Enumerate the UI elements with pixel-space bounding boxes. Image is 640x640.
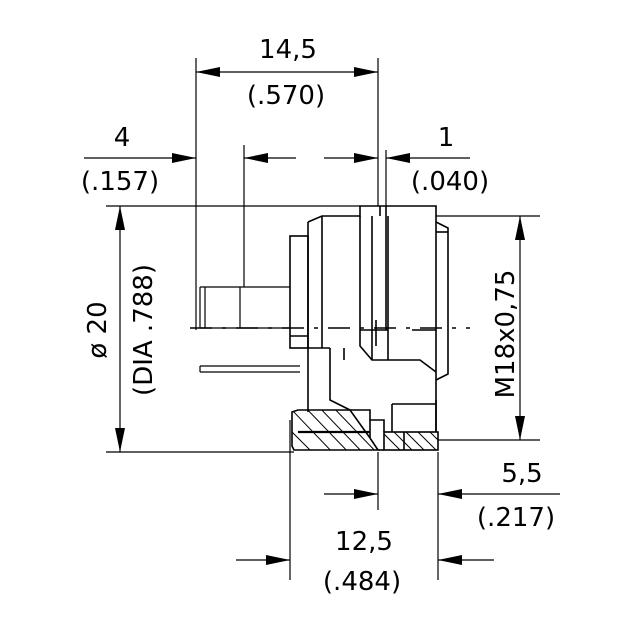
label-diameter-imperial: (DIA .788) <box>129 264 159 396</box>
dimension-diameter <box>115 206 125 452</box>
label-thread: M18x0,75 <box>491 270 521 399</box>
dimension-overall-length <box>196 67 378 77</box>
connector-outline <box>199 205 449 451</box>
dimension-pin-offset <box>84 153 296 163</box>
front-nut-section <box>383 431 439 451</box>
extension-lines <box>106 58 540 580</box>
label-body-length-metric: 12,5 <box>335 527 393 557</box>
label-body-length-imperial: (.484) <box>323 567 401 597</box>
dimension-front-offset <box>324 489 560 499</box>
dimension-thread <box>515 216 525 440</box>
label-overall-length-imperial: (.570) <box>247 81 325 111</box>
dimension-flange <box>324 153 470 163</box>
front-nut-hatch <box>384 432 438 450</box>
label-flange-imperial: (.040) <box>411 167 489 197</box>
pin-lower <box>199 365 300 373</box>
label-pin-offset-metric: 4 <box>114 123 131 153</box>
label-front-offset-metric: 5,5 <box>501 459 542 489</box>
label-overall-length-metric: 14,5 <box>259 35 317 65</box>
label-pin-offset-imperial: (.157) <box>81 167 159 197</box>
rear-nut-section <box>291 409 380 451</box>
dimension-body-length <box>236 555 494 565</box>
housing-top <box>307 205 437 432</box>
label-front-offset-imperial: (.217) <box>477 503 555 533</box>
label-diameter-metric: ø 20 <box>83 301 113 358</box>
rear-insulator <box>289 235 309 349</box>
pin-upper <box>199 286 290 329</box>
label-flange-metric: 1 <box>438 123 455 153</box>
